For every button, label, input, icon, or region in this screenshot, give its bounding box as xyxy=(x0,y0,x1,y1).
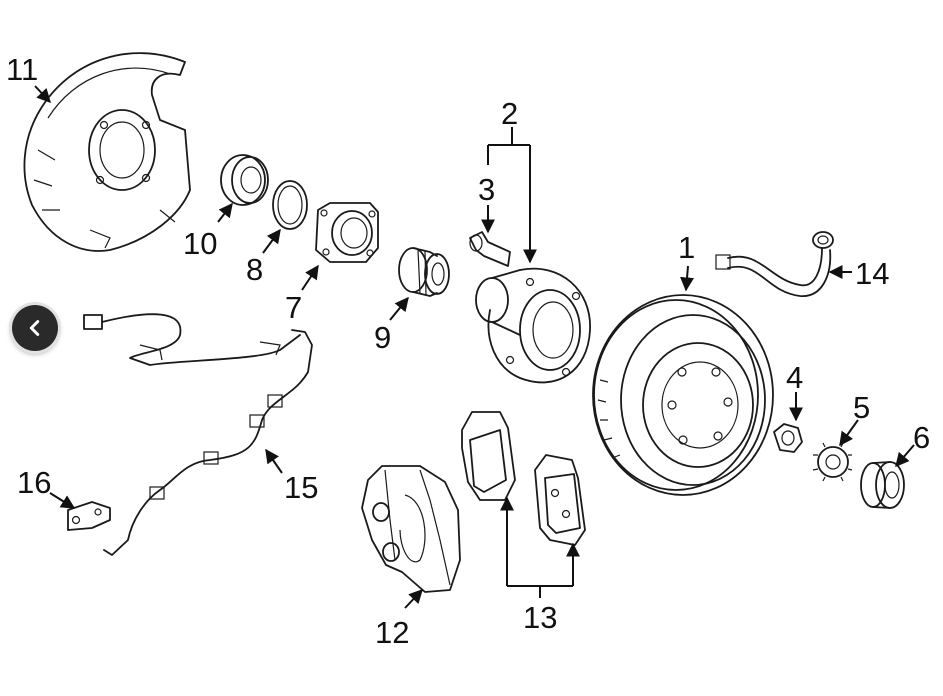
chevron-left-icon xyxy=(29,320,40,336)
callout-3: 3 xyxy=(478,172,495,207)
part-4-nut xyxy=(773,423,803,453)
part-1-brake-rotor xyxy=(592,294,774,496)
part-2-wheel-hub xyxy=(475,267,591,384)
callout-7: 7 xyxy=(285,290,302,325)
callout-14: 14 xyxy=(855,256,889,291)
callout-6: 6 xyxy=(913,420,930,455)
part-13-brake-pads xyxy=(461,411,586,546)
callout-5: 5 xyxy=(853,390,870,425)
callout-1: 1 xyxy=(678,230,695,265)
part-14-brake-hose xyxy=(715,231,834,297)
callout-15: 15 xyxy=(284,470,318,505)
part-9-seal-boot xyxy=(398,247,450,297)
part-8-o-ring xyxy=(272,180,308,230)
part-5-lock-washer xyxy=(812,442,853,482)
part-7-bearing xyxy=(315,202,379,263)
part-10-seal xyxy=(220,154,269,206)
callout-4: 4 xyxy=(786,360,803,395)
callout-9: 9 xyxy=(374,320,391,355)
callout-10: 10 xyxy=(183,226,217,261)
callout-13: 13 xyxy=(523,600,557,635)
callout-11: 11 xyxy=(6,52,38,87)
previous-button[interactable] xyxy=(12,305,58,351)
part-3-hub-bolt xyxy=(469,231,511,267)
callout-12: 12 xyxy=(375,615,409,650)
callout-labels: 1 2 3 4 5 6 7 8 9 10 11 12 13 14 15 16 xyxy=(6,52,930,650)
callout-2: 2 xyxy=(501,96,518,131)
callout-8: 8 xyxy=(246,252,263,287)
leader-lines xyxy=(34,85,915,609)
part-6-grease-cap xyxy=(860,461,905,509)
part-12-brake-caliper xyxy=(361,465,461,593)
part-16-sensor-bracket xyxy=(67,501,111,531)
part-15-abs-sensor-wire xyxy=(83,313,313,556)
part-11-dust-shield xyxy=(23,52,191,252)
callout-16: 16 xyxy=(17,465,51,500)
